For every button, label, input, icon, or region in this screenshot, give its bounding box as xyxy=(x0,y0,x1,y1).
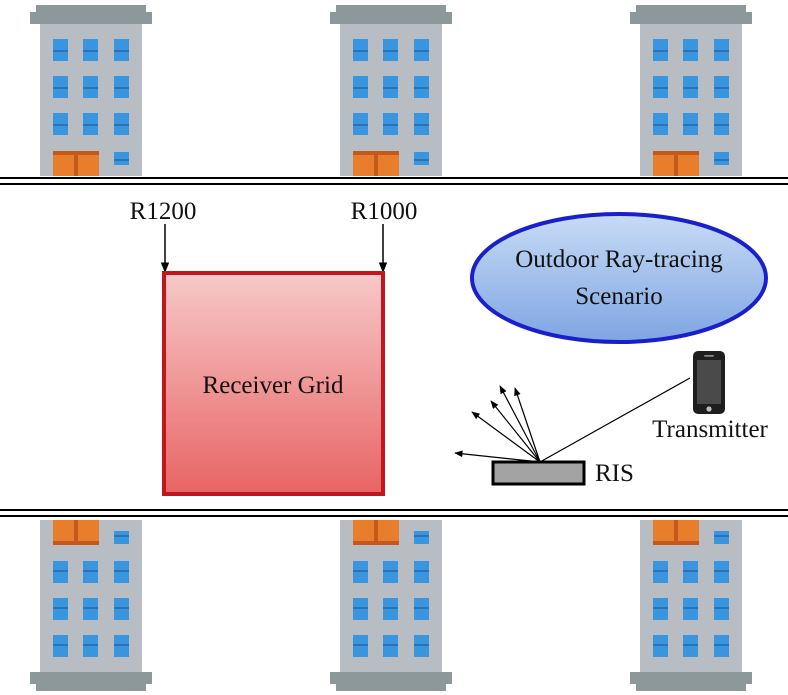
ris-label: RIS xyxy=(595,460,634,487)
building-icon xyxy=(630,520,752,691)
buildings-group xyxy=(30,5,752,691)
reflected-rays xyxy=(454,385,541,463)
road-top-edge xyxy=(0,177,788,185)
road-bottom-edge xyxy=(0,509,788,517)
building-icon xyxy=(30,520,152,691)
receiver-grid-label: Receiver Grid xyxy=(203,372,344,399)
label-r1000: R1000 xyxy=(351,198,418,225)
transmitter-label: Transmitter xyxy=(652,416,768,443)
building-icon xyxy=(330,520,452,691)
label-r1200: R1200 xyxy=(130,198,197,225)
incident-ray xyxy=(539,377,691,463)
building-icon xyxy=(30,5,152,176)
scenario-title-line1: Outdoor Ray-tracing xyxy=(515,246,723,273)
building-icon xyxy=(630,5,752,176)
smartphone-icon xyxy=(693,351,725,414)
scenario-ellipse xyxy=(470,212,768,344)
ris-panel-icon xyxy=(491,460,586,486)
receiver-grid xyxy=(162,271,385,496)
building-icon xyxy=(330,5,452,176)
scenario-title-line2: Scenario xyxy=(575,283,662,310)
